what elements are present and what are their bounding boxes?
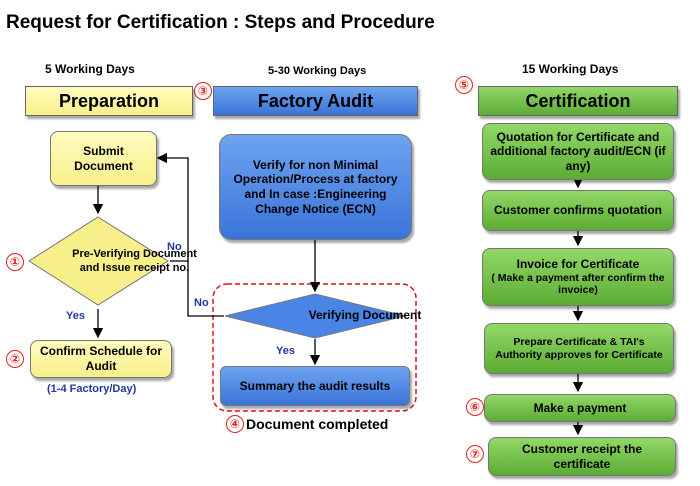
step-2-marker: ② — [6, 350, 24, 368]
step-4-marker: ④ — [226, 415, 244, 433]
step-5-marker: ⑤ — [455, 76, 473, 94]
confirm-quotation-box: Customer confirms quotation — [482, 190, 674, 231]
certification-days: 15 Working Days — [522, 62, 619, 76]
confirm-schedule-box: Confirm Schedule for Audit — [30, 340, 172, 378]
pre-verifying-label: Pre-Verifying Document and Issue receipt… — [72, 247, 197, 274]
verify-operation-box: Verify for non Minimal Operation/Process… — [219, 134, 412, 240]
invoice-box: Invoice for Certificate ( Make a payment… — [482, 248, 674, 306]
verifying-yes-label: Yes — [276, 345, 295, 357]
preparation-header: Preparation — [25, 86, 193, 116]
document-check-group — [212, 283, 417, 412]
summary-results-box: Summary the audit results — [220, 366, 410, 406]
decision-diamond-shape — [28, 216, 169, 306]
submit-document-box: Submit Document — [50, 131, 157, 186]
step-7-marker: ⑦ — [466, 445, 484, 463]
quotation-box: Quotation for Certificate and additional… — [482, 123, 674, 180]
step-6-marker: ⑥ — [466, 398, 484, 416]
make-payment-box: Make a payment — [484, 394, 676, 422]
prepare-certificate-box: Prepare Certificate & TAI's Authority ap… — [484, 323, 674, 374]
customer-receipt-box: Customer receipt the certificate — [488, 437, 676, 476]
pre-verify-yes-label: Yes — [66, 310, 85, 322]
page-title: Request for Certification : Steps and Pr… — [6, 12, 435, 33]
step-3-marker: ③ — [194, 82, 212, 100]
step-1-marker: ① — [6, 253, 24, 271]
verifying-no-label: No — [194, 297, 209, 309]
pre-verifying-decision: Pre-Verifying Document and Issue receipt… — [27, 215, 197, 307]
preparation-days: 5 Working Days — [45, 62, 135, 76]
certification-header: Certification — [478, 86, 678, 116]
verifying-document-decision: Verifying Document — [224, 293, 421, 339]
audit-rate-note: (1-4 Factory/Day) — [47, 383, 137, 395]
document-completed-label: Document completed — [246, 416, 389, 432]
pre-verify-no-label: No — [167, 241, 182, 253]
verifying-diamond-shape — [224, 293, 406, 339]
factory-audit-header: Factory Audit — [213, 86, 418, 116]
audit-days: 5-30 Working Days — [268, 65, 367, 77]
invoice-title: Invoice for Certificate — [516, 256, 640, 271]
invoice-note: ( Make a payment after confirm the invoi… — [491, 271, 665, 297]
verifying-document-label: Verifying Document — [308, 308, 422, 323]
